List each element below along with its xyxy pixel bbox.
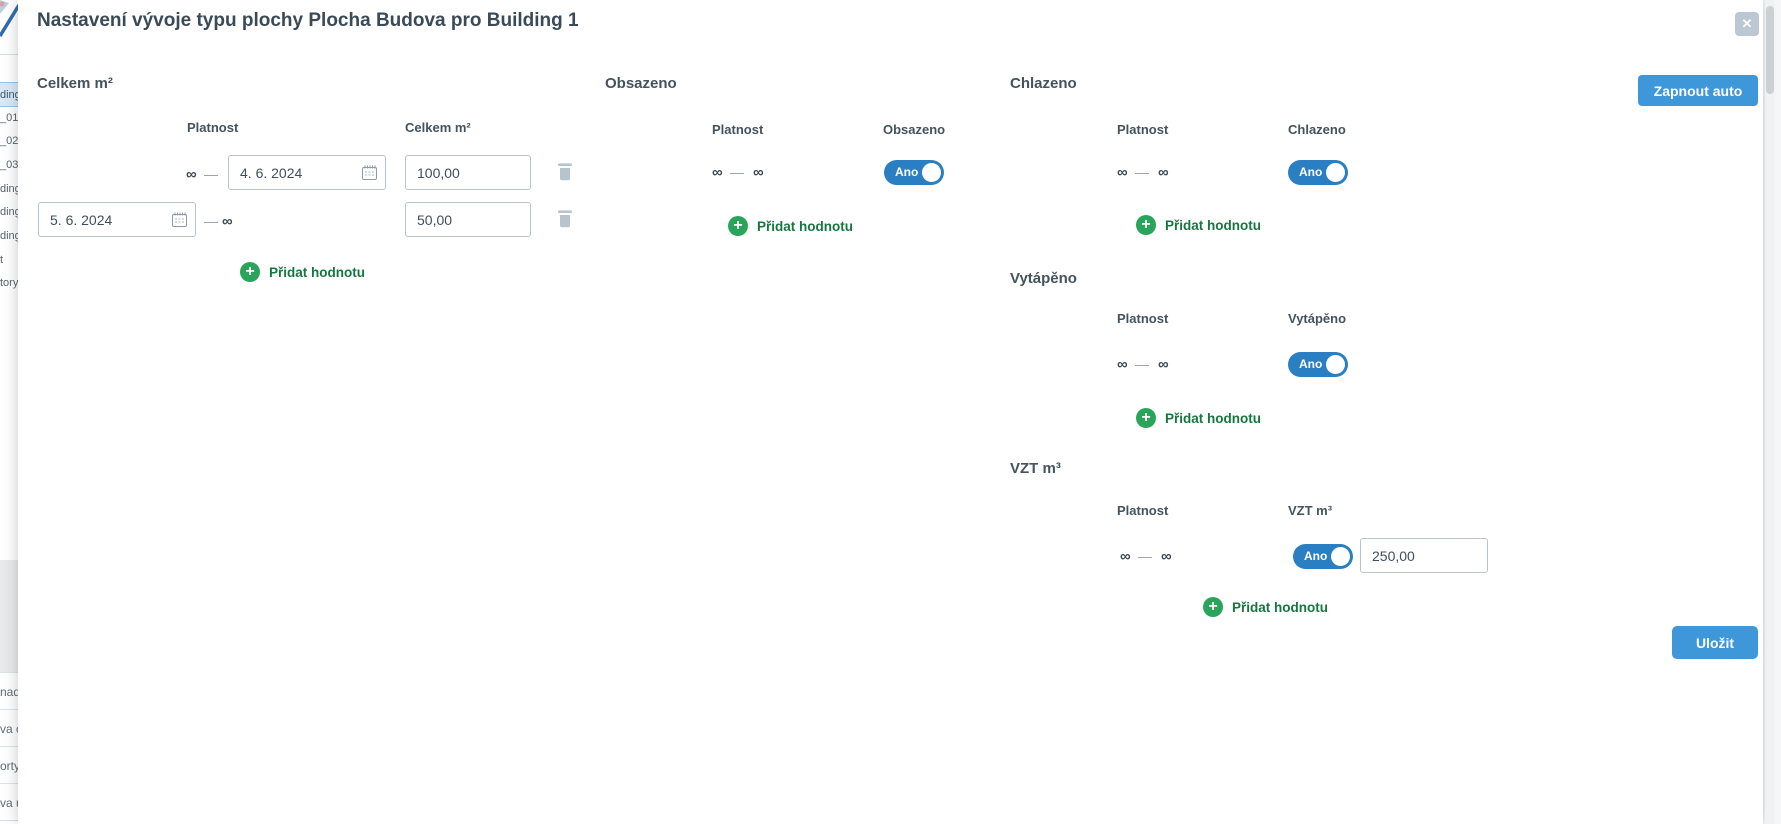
- list-item[interactable]: ding: [0, 182, 21, 195]
- plus-icon: +: [1203, 597, 1223, 617]
- scrollbar-thumb[interactable]: [1765, 6, 1774, 94]
- delete-row-icon[interactable]: [557, 161, 573, 181]
- close-button[interactable]: ✕: [1735, 12, 1759, 36]
- column-header-total-m2: Celkem m²: [405, 120, 471, 135]
- add-value-label: Přidat hodnotu: [757, 218, 853, 234]
- plus-icon: +: [728, 216, 748, 236]
- column-header-validity: Platnost: [1117, 122, 1169, 137]
- add-value-label: Přidat hodnotu: [1165, 410, 1261, 426]
- range-dash: —: [1135, 164, 1149, 180]
- list-item[interactable]: _02: [0, 134, 19, 147]
- add-value-link-heated[interactable]: + Přidat hodnotu: [1136, 407, 1261, 429]
- list-item[interactable]: _01: [0, 111, 19, 124]
- toggle-knob: [922, 163, 941, 182]
- section-title-total-m2: Celkem m²: [37, 75, 113, 92]
- range-dash: —: [730, 164, 744, 180]
- plus-icon: +: [1136, 215, 1156, 235]
- infinity-end: ∞: [1161, 548, 1172, 565]
- column-header-validity: Platnost: [187, 120, 239, 135]
- modal-dialog: [18, 0, 1763, 824]
- column-header-cooled: Chlazeno: [1288, 122, 1346, 137]
- toggle-knob: [1326, 355, 1345, 374]
- infinity-start: ∞: [1120, 548, 1131, 565]
- list-item[interactable]: _03: [0, 158, 19, 171]
- column-header-vzt: VZT m³: [1288, 503, 1333, 518]
- enable-auto-button[interactable]: Zapnout auto: [1638, 75, 1758, 106]
- section-title-occupied: Obsazeno: [605, 75, 677, 92]
- infinity-start: ∞: [712, 164, 723, 181]
- page-title: Nastavení vývoje typu plochy Plocha Budo…: [37, 10, 579, 31]
- section-title-cooled: Chlazeno: [1010, 75, 1077, 92]
- start-date-input[interactable]: [38, 202, 196, 237]
- divider: [0, 820, 26, 821]
- infinity-end: ∞: [753, 164, 764, 181]
- add-value-link-vzt[interactable]: + Přidat hodnotu: [1203, 596, 1328, 618]
- list-item[interactable]: ding: [0, 229, 21, 242]
- add-value-label: Přidat hodnotu: [269, 264, 365, 280]
- vzt-toggle[interactable]: Ano: [1293, 544, 1353, 569]
- list-item[interactable]: tory: [0, 276, 19, 289]
- add-value-label: Přidat hodnotu: [1165, 217, 1261, 233]
- vzt-m3-input[interactable]: [1360, 538, 1488, 573]
- add-value-label: Přidat hodnotu: [1232, 599, 1328, 615]
- date-field-wrap: [38, 202, 196, 237]
- infinity-end: ∞: [1158, 356, 1169, 373]
- save-button[interactable]: Uložit: [1672, 626, 1758, 659]
- add-value-link-cooled[interactable]: + Přidat hodnotu: [1136, 214, 1261, 236]
- total-m2-input[interactable]: [405, 155, 531, 190]
- total-m2-input[interactable]: [405, 202, 531, 237]
- column-header-validity: Platnost: [1117, 503, 1169, 518]
- column-header-validity: Platnost: [1117, 311, 1169, 326]
- delete-row-icon[interactable]: [557, 208, 573, 228]
- list-item[interactable]: ding: [0, 205, 21, 218]
- toggle-knob: [1326, 163, 1345, 182]
- infinity-end: ∞: [1158, 164, 1169, 181]
- range-dash: —: [204, 213, 218, 229]
- infinity-end: ∞: [222, 213, 233, 230]
- app-logo: [0, 0, 20, 44]
- toggle-on-label: Ano: [1299, 357, 1323, 371]
- toggle-on-label: Ano: [1299, 165, 1323, 179]
- infinity-start: ∞: [1117, 356, 1128, 373]
- plus-icon: +: [1136, 408, 1156, 428]
- range-dash: —: [1138, 548, 1152, 564]
- range-dash: —: [204, 166, 218, 182]
- column-header-heated: Vytápěno: [1288, 311, 1347, 326]
- column-header-occupied: Obsazeno: [883, 122, 946, 137]
- cooled-toggle[interactable]: Ano: [1288, 160, 1348, 185]
- close-icon: ✕: [1741, 16, 1753, 31]
- list-item[interactable]: t: [0, 253, 4, 266]
- end-date-input[interactable]: [228, 155, 386, 190]
- column-header-validity: Platnost: [712, 122, 764, 137]
- infinity-start: ∞: [1117, 164, 1128, 181]
- calendar-icon[interactable]: [361, 164, 378, 181]
- toggle-on-label: Ano: [1304, 549, 1328, 563]
- occupied-toggle[interactable]: Ano: [884, 160, 944, 185]
- plus-icon: +: [240, 262, 260, 282]
- divider: [0, 54, 26, 55]
- date-field-wrap: [228, 155, 386, 190]
- scrollbar-track[interactable]: [1765, 0, 1774, 824]
- infinity-start: ∞: [186, 166, 197, 183]
- section-title-vzt: VZT m³: [1010, 460, 1061, 477]
- add-value-link-occupied[interactable]: + Přidat hodnotu: [728, 215, 853, 237]
- heated-toggle[interactable]: Ano: [1288, 352, 1348, 377]
- toggle-knob: [1331, 547, 1350, 566]
- range-dash: —: [1135, 356, 1149, 372]
- add-value-link-total[interactable]: + Přidat hodnotu: [240, 261, 365, 283]
- calendar-icon[interactable]: [171, 211, 188, 228]
- section-title-heated: Vytápěno: [1010, 270, 1077, 287]
- toggle-on-label: Ano: [895, 165, 919, 179]
